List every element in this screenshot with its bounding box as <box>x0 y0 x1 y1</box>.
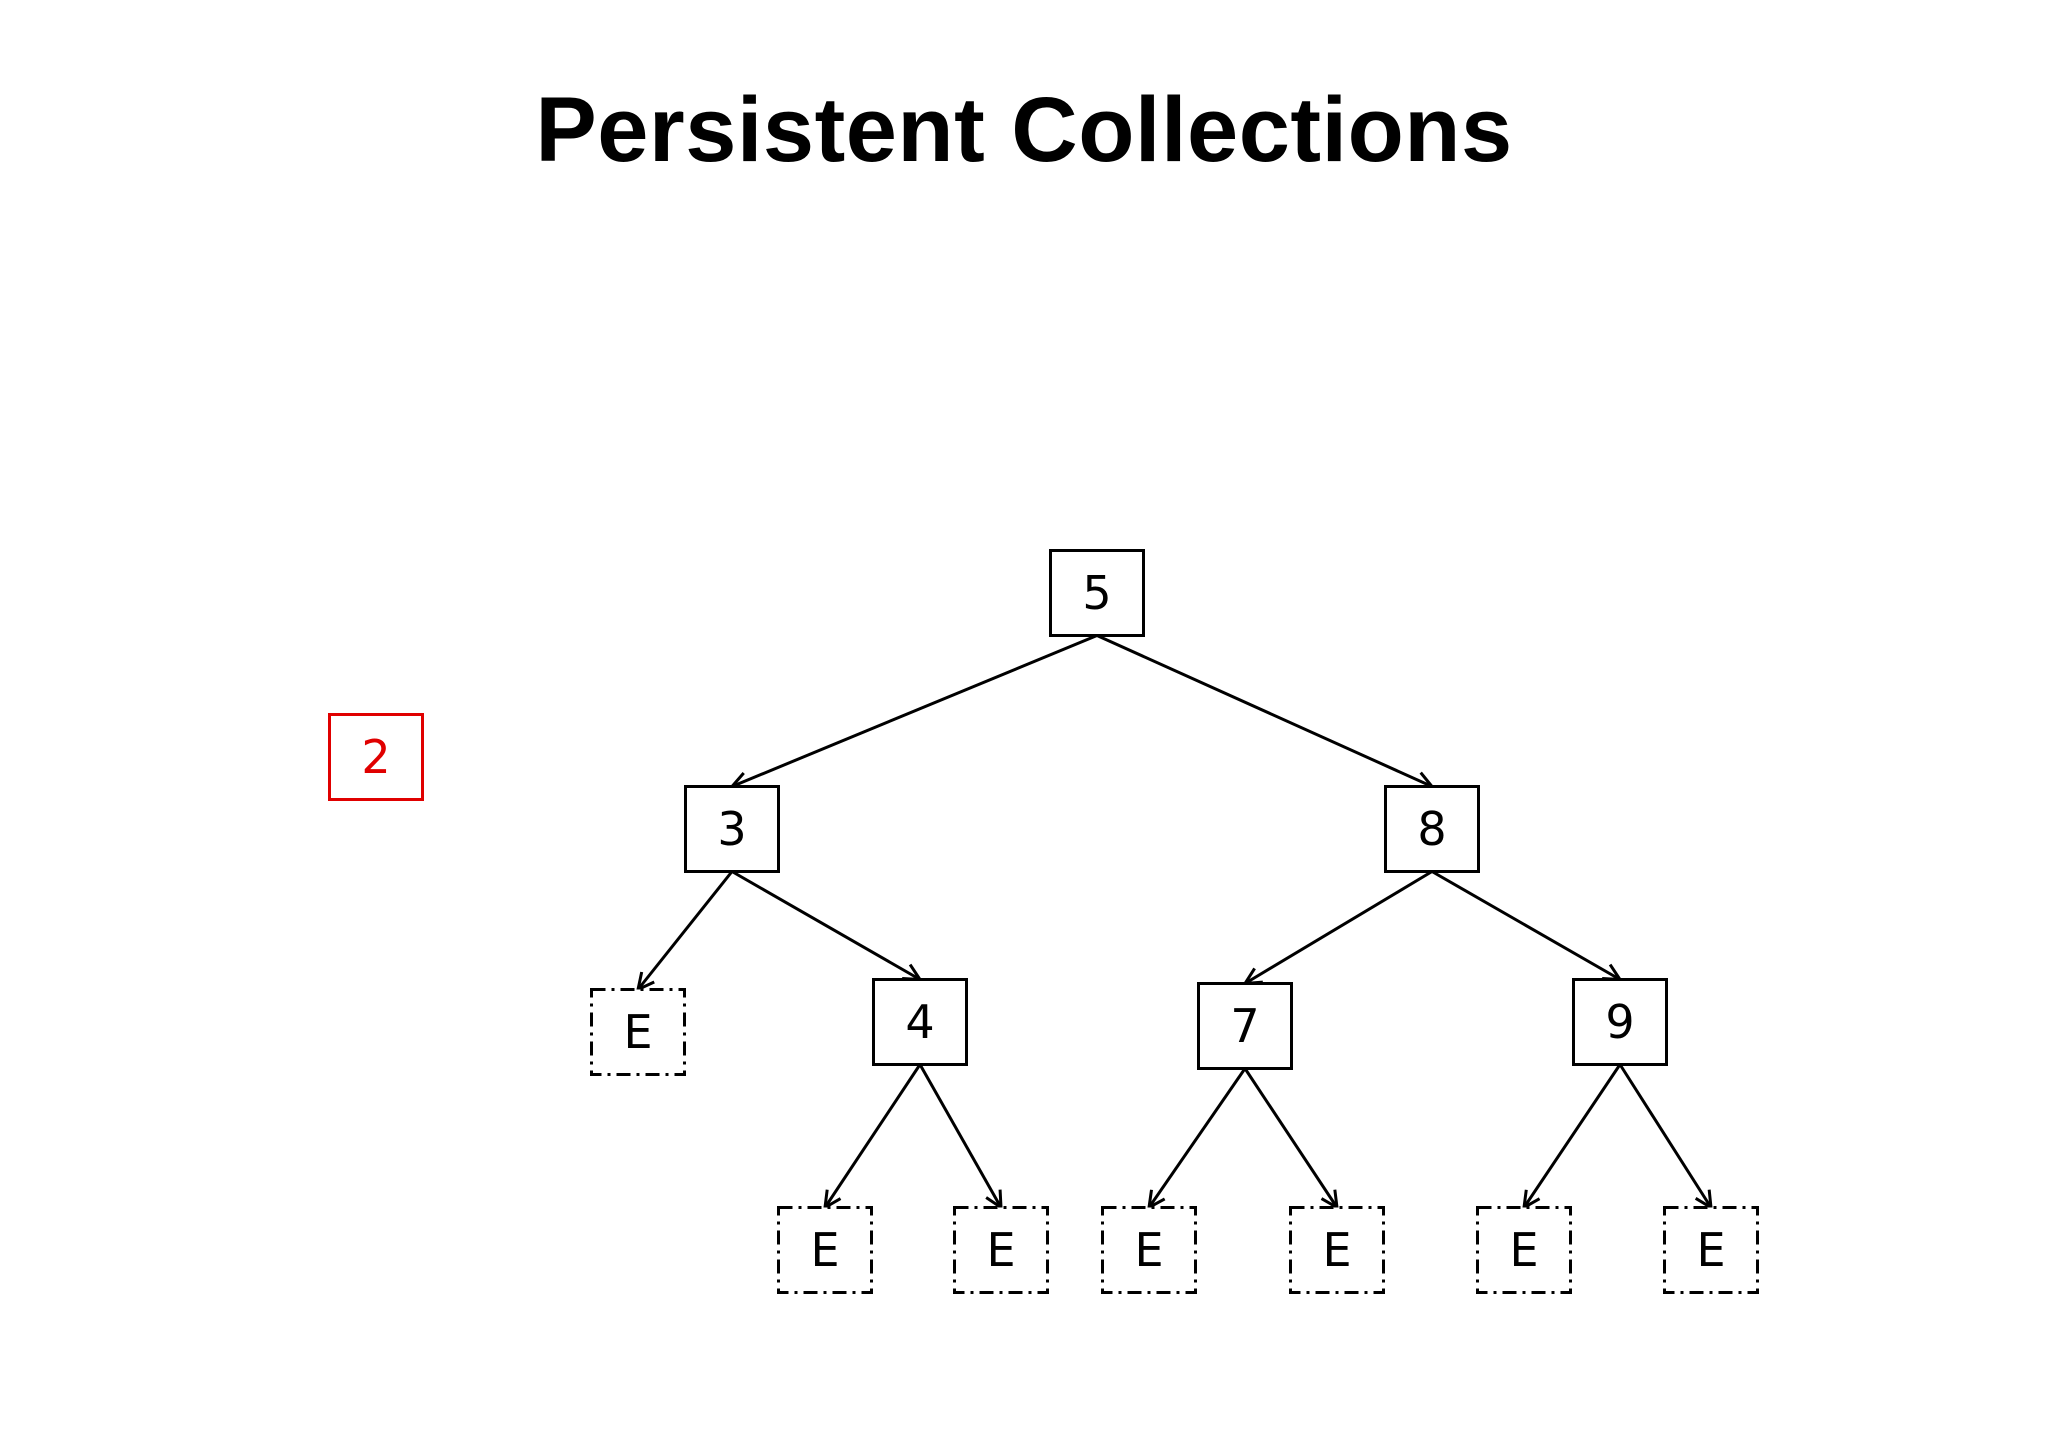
empty-leaf-node: E <box>1476 1206 1572 1294</box>
edge-n3-n4 <box>731 870 920 980</box>
node-label: E <box>623 1005 652 1059</box>
slide-title: Persistent Collections <box>535 79 1513 181</box>
node-box <box>953 1206 1049 1294</box>
tree-node-9: 9 <box>1572 978 1668 1066</box>
node-label: 4 <box>905 995 934 1049</box>
edge-n4-e2 <box>825 1063 922 1208</box>
node-box <box>777 1206 873 1294</box>
edge-n8-n7 <box>1245 870 1433 984</box>
node-box <box>1476 1206 1572 1294</box>
node-box <box>1101 1206 1197 1294</box>
node-box <box>872 978 968 1066</box>
empty-leaf-node: E <box>953 1206 1049 1294</box>
edge-n8-n9 <box>1431 870 1620 980</box>
node-label: E <box>1322 1223 1351 1277</box>
edge-n5-n8 <box>1096 634 1432 787</box>
edge-n7-e4 <box>1149 1067 1247 1208</box>
empty-leaf-node: E <box>590 988 686 1076</box>
pending-value-box <box>328 713 424 801</box>
pending-value-label: 2 <box>361 730 390 784</box>
edge-n9-e7 <box>1618 1063 1711 1208</box>
node-box <box>1049 549 1145 637</box>
node-box <box>590 988 686 1076</box>
tree-node-5: 5 <box>1049 549 1145 637</box>
node-label: E <box>1696 1223 1725 1277</box>
edge-n7-e5 <box>1243 1067 1337 1208</box>
edge-n5-n3 <box>732 634 1098 787</box>
node-box <box>1572 978 1668 1066</box>
node-label: 9 <box>1605 995 1634 1049</box>
node-label: E <box>1509 1223 1538 1277</box>
node-label: 8 <box>1417 802 1446 856</box>
node-box <box>1384 785 1480 873</box>
empty-leaf-node: E <box>777 1206 873 1294</box>
empty-leaf-node: E <box>1101 1206 1197 1294</box>
tree-node-3: 3 <box>684 785 780 873</box>
node-box <box>1289 1206 1385 1294</box>
edge-n4-e3 <box>918 1063 1001 1208</box>
node-label: E <box>1134 1223 1163 1277</box>
edge-n9-e6 <box>1524 1063 1622 1208</box>
node-label: 5 <box>1082 566 1111 620</box>
empty-leaf-node: E <box>1289 1206 1385 1294</box>
node-box <box>1663 1206 1759 1294</box>
node-label: E <box>810 1223 839 1277</box>
node-label: 7 <box>1230 999 1259 1053</box>
tree-node-7: 7 <box>1197 982 1293 1070</box>
empty-leaf-node: E <box>1663 1206 1759 1294</box>
node-label: 3 <box>717 802 746 856</box>
edge-n3-e1 <box>638 870 734 990</box>
tree-node-8: 8 <box>1384 785 1480 873</box>
node-box <box>684 785 780 873</box>
tree-node-4: 4 <box>872 978 968 1066</box>
pending-value-node: 2 <box>328 713 424 801</box>
node-label: E <box>986 1223 1015 1277</box>
node-box <box>1197 982 1293 1070</box>
